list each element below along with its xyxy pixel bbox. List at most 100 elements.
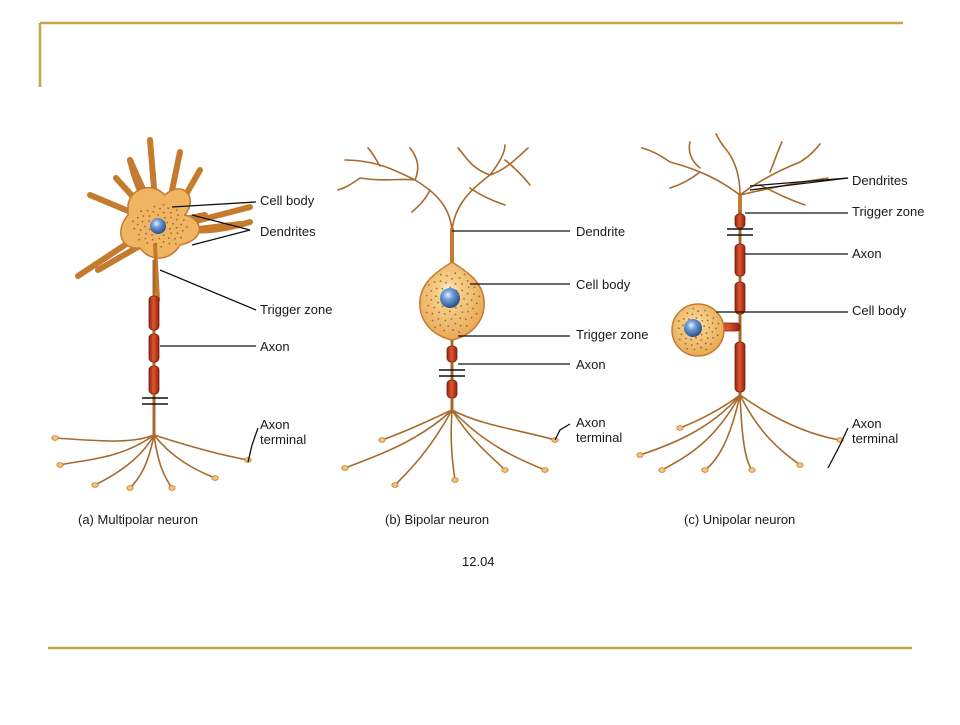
cytoplasm-speckle — [176, 218, 178, 221]
unipolar-axon — [717, 210, 753, 395]
bipolar-axon — [439, 340, 465, 410]
axon-terminal-bulb — [636, 452, 644, 458]
cytoplasm-speckle — [475, 312, 478, 315]
cytoplasm-speckle — [693, 348, 696, 351]
cytoplasm-speckle — [708, 326, 711, 329]
cytoplasm-speckle — [439, 280, 442, 283]
unipolar-dendrite-tree — [641, 133, 829, 206]
cytoplasm-speckle — [460, 304, 463, 307]
cytoplasm-speckle — [467, 310, 469, 313]
panel-title-unipolar: (c) Unipolar neuron — [684, 512, 795, 527]
cytoplasm-speckle — [454, 283, 457, 285]
axon-terminal-bulb — [451, 477, 459, 483]
axon-terminal-bulb — [658, 467, 666, 473]
cytoplasm-speckle — [467, 286, 470, 289]
cytoplasm-speckle — [131, 220, 134, 223]
cytoplasm-speckle — [677, 320, 680, 322]
cytoplasm-speckle — [160, 245, 163, 248]
cytoplasm-speckle — [180, 236, 182, 239]
cytoplasm-speckle — [170, 216, 172, 219]
cytoplasm-speckle — [696, 342, 699, 345]
bipolar-neuron: Dendrite Cell body Trigger zone Axon Axo… — [337, 144, 649, 569]
cytoplasm-speckle — [138, 233, 140, 236]
cytoplasm-speckle — [705, 332, 708, 334]
myelin-sheath — [446, 345, 458, 363]
cytoplasm-speckle — [136, 223, 139, 226]
axon-terminal-bulb — [126, 485, 134, 491]
cytoplasm-speckle — [439, 273, 442, 276]
cytoplasm-speckle — [682, 324, 684, 327]
bipolar-leaders — [452, 230, 571, 441]
cytoplasm-speckle — [439, 324, 442, 326]
slide-frame — [38, 21, 912, 650]
cytoplasm-speckle — [434, 326, 436, 329]
cytoplasm-speckle — [175, 242, 177, 245]
label-trigger-zone: Trigger zone — [852, 204, 925, 219]
cytoplasm-speckle — [461, 311, 464, 313]
cytoplasm-speckle — [148, 220, 150, 222]
cytoplasm-speckle — [690, 344, 693, 346]
bipolar-axon-terminals — [341, 409, 559, 488]
cytoplasm-speckle — [691, 313, 694, 316]
cytoplasm-speckle — [677, 327, 680, 330]
label-cell-body: Cell body — [852, 303, 907, 318]
cytoplasm-speckle — [162, 211, 165, 214]
axon-terminal-bulb — [541, 467, 549, 473]
cytoplasm-speckle — [151, 234, 154, 236]
cytoplasm-speckle — [466, 279, 469, 282]
axon-terminal-bulb — [378, 437, 386, 443]
cytoplasm-speckle — [473, 293, 475, 295]
cytoplasm-speckle — [172, 222, 174, 225]
cytoplasm-speckle — [458, 277, 461, 279]
cytoplasm-speckle — [182, 219, 185, 222]
myelin-sheath — [734, 281, 746, 315]
cytoplasm-speckle — [431, 319, 434, 322]
axon-terminal-bulb — [796, 462, 804, 468]
cytoplasm-speckle — [688, 318, 690, 321]
cytoplasm-speckle — [450, 318, 453, 320]
cytoplasm-speckle — [441, 287, 444, 290]
cytoplasm-speckle — [717, 322, 720, 325]
cytoplasm-speckle — [711, 322, 714, 325]
cytoplasm-speckle — [706, 319, 709, 322]
cytoplasm-speckle — [430, 299, 433, 301]
label-trigger-zone: Trigger zone — [576, 327, 649, 342]
myelin-sheath — [734, 341, 746, 393]
cytoplasm-speckle — [470, 299, 473, 301]
label-cell-body: Cell body — [260, 193, 315, 208]
cytoplasm-speckle — [686, 347, 689, 350]
panel-title-multipolar: (a) Multipolar neuron — [78, 512, 198, 527]
cytoplasm-speckle — [437, 301, 439, 304]
cytoplasm-speckle — [686, 312, 689, 314]
cytoplasm-speckle — [464, 318, 467, 321]
cytoplasm-speckle — [448, 310, 451, 313]
cytoplasm-speckle — [466, 292, 469, 295]
cytoplasm-speckle — [441, 305, 444, 308]
cytoplasm-speckle — [706, 314, 709, 317]
cytoplasm-speckle — [466, 303, 469, 306]
cytoplasm-speckle — [433, 306, 435, 309]
cytoplasm-speckle — [700, 346, 702, 349]
multipolar-leaders — [159, 201, 259, 463]
cytoplasm-speckle — [715, 327, 718, 330]
label-axon-terminal-line1: Axon — [260, 417, 290, 432]
cytoplasm-speckle — [704, 309, 706, 312]
cytoplasm-speckle — [170, 211, 172, 214]
cytoplasm-speckle — [169, 227, 171, 230]
cytoplasm-speckle — [680, 333, 683, 336]
cytoplasm-speckle — [158, 237, 161, 240]
cytoplasm-speckle — [427, 284, 430, 286]
cytoplasm-speckle — [133, 227, 136, 230]
cytoplasm-speckle — [145, 232, 147, 235]
cytoplasm-speckle — [472, 307, 474, 310]
cytoplasm-speckle — [463, 273, 466, 276]
myelin-sheath — [148, 333, 160, 363]
unipolar-axon-terminals — [636, 394, 844, 473]
axon-terminal-bulb — [211, 475, 219, 481]
cytoplasm-speckle — [706, 337, 709, 339]
cytoplasm-speckle — [684, 342, 687, 345]
cytoplasm-speckle — [700, 314, 703, 317]
cytoplasm-speckle — [175, 226, 178, 229]
cytoplasm-speckle — [473, 286, 476, 288]
